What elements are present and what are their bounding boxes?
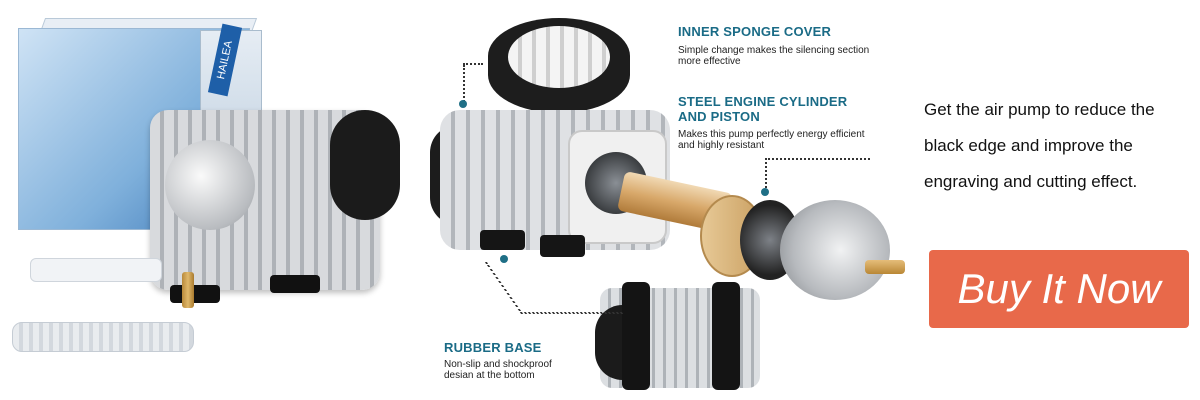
air-pump-foot	[170, 285, 220, 303]
callout-desc: Non-slip and shockproof desian at the bo…	[444, 359, 552, 381]
air-pump-dome	[165, 140, 255, 230]
rubber-base-image	[622, 282, 650, 390]
callout-desc: Simple change makes the silencing sectio…	[678, 45, 870, 67]
air-tube	[12, 322, 194, 352]
buy-it-now-button[interactable]: Buy It Now	[929, 250, 1189, 328]
pump-end-cap-image	[780, 200, 890, 300]
callout-sponge: INNER SPONGE COVER Simple change makes t…	[678, 24, 908, 67]
air-pump-motor	[330, 110, 400, 220]
brass-nozzle	[182, 272, 194, 308]
end-cap-nozzle	[865, 260, 905, 274]
leader-line	[463, 63, 483, 65]
rubber-foot	[540, 235, 585, 257]
air-manifold	[30, 258, 162, 282]
leader-line	[765, 158, 870, 160]
callout-cylinder: STEEL ENGINE CYLINDER AND PISTON Makes t…	[678, 94, 898, 151]
sponge-inner-image	[508, 26, 610, 88]
callout-desc: Makes this pump perfectly energy efficie…	[678, 129, 865, 151]
rubber-base-image	[712, 282, 740, 390]
callout-title: STEEL ENGINE CYLINDER AND PISTON	[678, 94, 848, 124]
callout-dot	[500, 255, 508, 263]
callout-rubber-base: RUBBER BASE Non-slip and shockproof desi…	[444, 340, 604, 381]
air-pump-foot	[270, 275, 320, 293]
promo-text: Get the air pump to reduce the black edg…	[924, 100, 1155, 191]
callout-title: INNER SPONGE COVER	[678, 24, 832, 39]
leader-line	[765, 158, 767, 188]
callout-title: RUBBER BASE	[444, 340, 542, 355]
leader-line	[484, 262, 624, 314]
rubber-foot	[480, 230, 525, 250]
callout-dot	[459, 100, 467, 108]
leader-line	[463, 65, 465, 105]
callout-dot	[761, 188, 769, 196]
